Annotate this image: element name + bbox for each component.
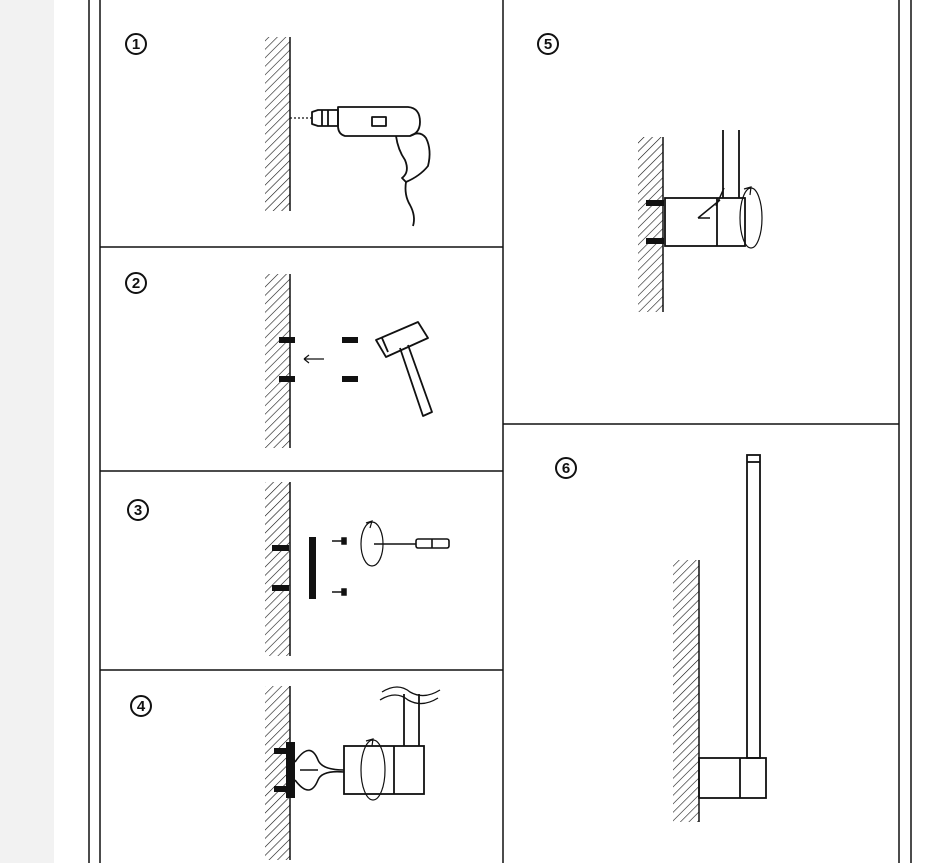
wall-hatch xyxy=(265,37,290,211)
step-1-number: 1 xyxy=(125,33,147,55)
rotate-icon xyxy=(739,186,763,249)
wall-hatch xyxy=(265,686,290,860)
step-3-number: 3 xyxy=(127,499,149,521)
screwdriver-icon xyxy=(374,538,450,549)
wall-hatch xyxy=(265,274,290,448)
arrow-left-icon xyxy=(303,354,324,364)
allen-key-icon xyxy=(697,187,725,219)
step-2-illustration xyxy=(265,274,433,448)
wall-hatch xyxy=(638,137,663,312)
step-1-illustration xyxy=(265,37,431,227)
mounting-plate-icon xyxy=(272,537,316,599)
step-5-illustration xyxy=(638,130,763,312)
step-6-illustration xyxy=(673,454,767,822)
step-6-number: 6 xyxy=(555,457,577,479)
hammer-icon xyxy=(375,321,433,417)
screw-icon xyxy=(332,537,347,596)
wall-hatch xyxy=(265,482,290,656)
rotate-icon xyxy=(360,738,386,801)
mounting-plate-icon xyxy=(274,742,295,798)
drill-icon xyxy=(290,106,431,227)
wire-icon xyxy=(294,749,345,791)
lamp-body-icon xyxy=(664,130,746,247)
panel-frame xyxy=(88,0,912,863)
wall-hatch xyxy=(673,560,699,822)
wall-lamp-icon xyxy=(698,454,767,799)
mounting-bolt-icon xyxy=(646,200,664,244)
step-5-number: 5 xyxy=(537,33,559,55)
step-3-illustration xyxy=(265,482,450,656)
wall-anchor-icon xyxy=(279,337,358,382)
step-2-number: 2 xyxy=(125,272,147,294)
instruction-sheet xyxy=(54,0,936,863)
step-4-number: 4 xyxy=(130,695,152,717)
lamp-body-icon xyxy=(343,686,441,795)
step-4-illustration xyxy=(265,686,441,860)
